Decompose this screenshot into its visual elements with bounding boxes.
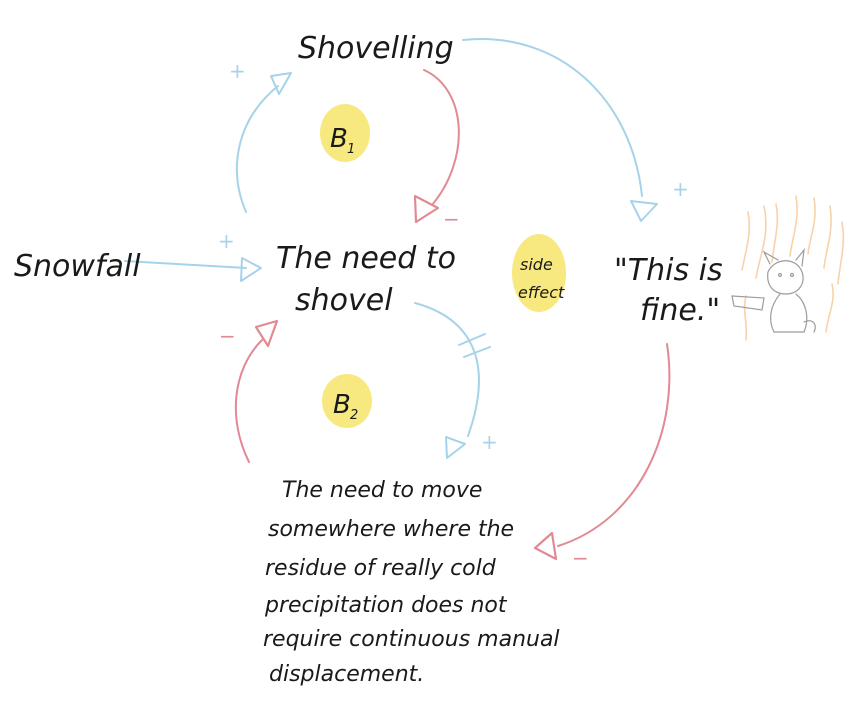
sign-shovelling-to-fine: + [672,177,689,201]
sign-need-to-move: + [481,430,498,454]
loop-b2-label: B 2 [333,390,358,423]
svg-text:2: 2 [350,408,358,423]
node-this-is-fine-line2: fine." [640,293,720,328]
node-need-to-move: The need to move somewhere where the res… [263,478,560,687]
link-shovelling-to-fine [462,38,658,222]
link-move-to-need [234,319,279,463]
svg-text:side: side [520,255,553,274]
node-need-to-shovel-line2: shovel [295,283,393,318]
node-this-is-fine-line1: "This is [614,253,723,288]
side-effect-label: side effect [518,255,565,302]
loop-b1-label: B 1 [330,124,355,157]
link-snowfall-to-need [124,257,262,282]
sign-move-to-need: − [219,324,236,348]
svg-text:effect: effect [518,283,565,302]
link-need-to-move-delayed [414,302,491,459]
node-need-to-move-line3: residue of really cold [265,556,497,581]
side-effect-highlight [512,234,566,312]
sign-snowfall-to-need: + [218,229,235,253]
node-need-to-move-line5: require continuous manual [263,627,560,652]
sign-need-to-shovelling: + [229,59,246,83]
svg-text:B: B [333,390,351,420]
svg-text:B: B [330,124,348,154]
node-snowfall: Snowfall [14,249,141,284]
link-fine-to-move [533,343,671,561]
node-need-to-move-line6: displacement. [269,662,424,687]
loop-b2-highlight [322,374,372,428]
loop-b1-highlight [320,104,370,162]
node-need-to-move-line4: precipitation does not [264,593,508,618]
link-shovelling-to-need [413,69,460,224]
dog-in-fire-icon [731,195,845,341]
node-need-to-move-line1: The need to move [282,478,482,503]
link-need-to-shovelling [236,72,292,213]
node-need-to-move-line2: somewhere where the [268,517,514,542]
svg-text:1: 1 [347,142,355,157]
sign-shovelling-to-need: − [443,207,460,231]
node-need-to-shovel-line1: The need to [276,241,456,276]
node-shovelling: Shovelling [298,31,454,66]
sign-fine-to-move: − [572,546,589,570]
